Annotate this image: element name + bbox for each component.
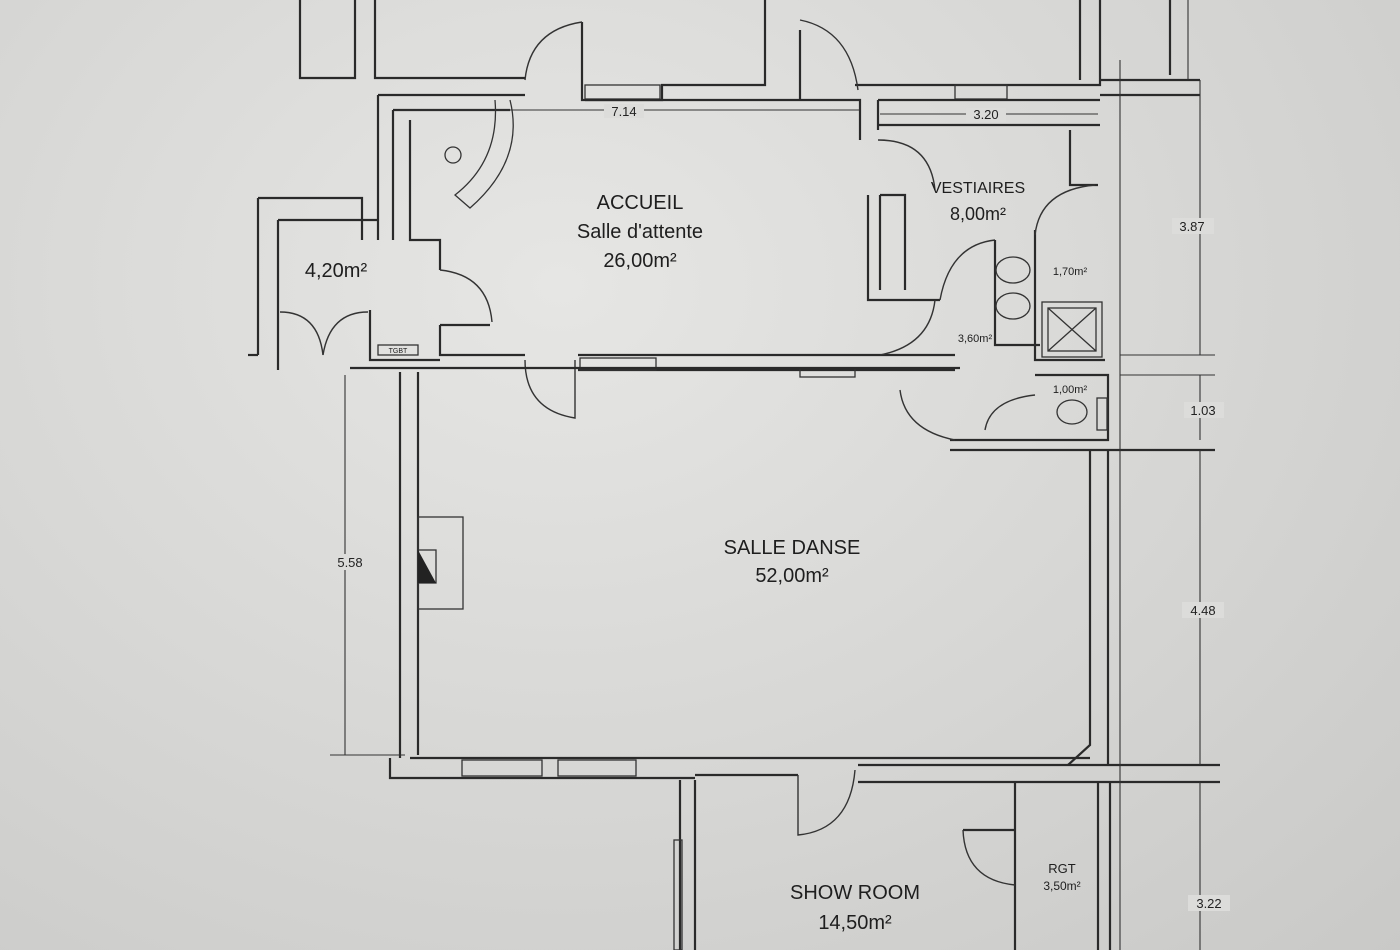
accueil-walls xyxy=(376,19,1100,419)
vestiaires-name: VESTIAIRES xyxy=(931,180,1025,197)
top-walls xyxy=(298,0,1200,102)
vestiaires-area: 8,00m² xyxy=(950,204,1006,224)
dim-right-upper: 3.87 xyxy=(1179,219,1204,234)
dim-top-accueil: 7.14 xyxy=(611,104,636,119)
dim-right-danse: 4.48 xyxy=(1190,603,1215,618)
show-room-walls xyxy=(673,769,1112,950)
accueil-name: ACCUEIL xyxy=(597,192,684,214)
salle-danse-area: 52,00m² xyxy=(755,565,829,587)
tgbt-label: TGBT xyxy=(389,348,408,355)
dim-top-vestiaires: 3.20 xyxy=(973,107,998,122)
accueil-subtitle: Salle d'attente xyxy=(577,221,703,243)
show-room-name: SHOW ROOM xyxy=(790,882,920,904)
storage-left-walls xyxy=(248,196,440,370)
show-room-area: 14,50m² xyxy=(818,912,892,934)
sas-area: 3,60m² xyxy=(958,333,993,345)
salle-danse-name: SALLE DANSE xyxy=(724,537,861,559)
rgt-name: RGT xyxy=(1048,861,1076,876)
dimension-lines xyxy=(330,0,1215,950)
wc2-area: 1,00m² xyxy=(1053,384,1088,396)
vestiaires-walls xyxy=(866,130,1215,452)
wc1-area: 1,70m² xyxy=(1053,266,1088,278)
rgt-area: 3,50m² xyxy=(1043,879,1080,893)
dim-right-lower: 3.22 xyxy=(1196,896,1221,911)
dim-right-wc: 1.03 xyxy=(1190,403,1215,418)
storage-left-area: 4,20m² xyxy=(305,260,368,282)
dim-left-danse: 5.58 xyxy=(337,555,362,570)
accueil-area: 26,00m² xyxy=(603,250,677,272)
salle-danse-walls xyxy=(350,366,1220,784)
